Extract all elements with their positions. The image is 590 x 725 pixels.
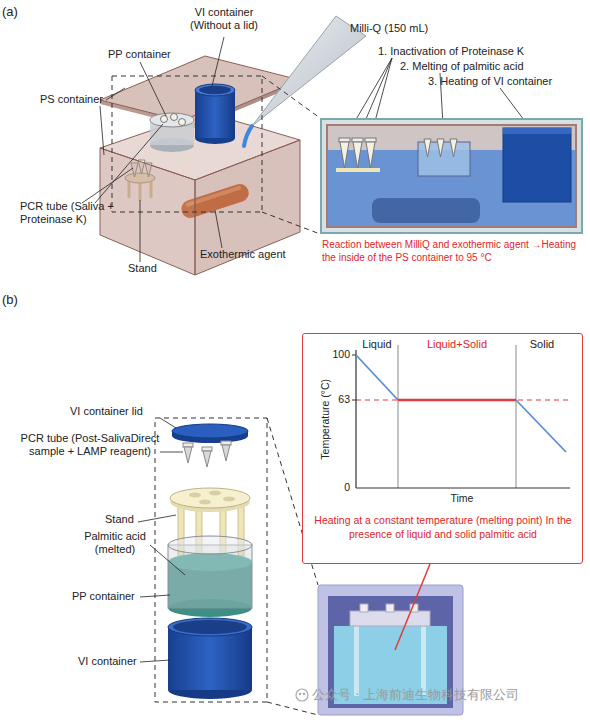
water-stream (244, 126, 252, 146)
step-label: 3. Heating of VI container (428, 75, 552, 88)
phase-chart (302, 333, 583, 564)
part-label: Milli-Q (150 mL) (350, 22, 428, 35)
panel-letter: (b) (2, 292, 18, 308)
watermark: 公众号 · 上海前迪生物科技有限公司 (312, 687, 519, 703)
axis-tick: 0 (318, 481, 350, 494)
part-label: VI container lid (70, 405, 143, 418)
phase-label: Solid (516, 338, 568, 351)
part-label: PCR tube (Saliva + Proteinase K) (20, 200, 150, 226)
pipette-tip (252, 16, 366, 126)
vi-container-b (168, 618, 252, 699)
ps-box-right (195, 140, 300, 275)
part-label: PP container (108, 48, 171, 61)
pp-container-b (168, 536, 252, 617)
part-label: Palmitic acid (melted) (75, 530, 155, 556)
axis-title: Time (420, 492, 504, 505)
part-label: Stand (105, 513, 134, 526)
phase-label: Liquid+Solid (398, 338, 516, 351)
part-label: VI container (Without a lid) (180, 6, 268, 32)
note-text: Reaction between MilliQ and exothermic a… (322, 238, 586, 264)
part-label: PS container (40, 93, 103, 106)
part-label: VI container (78, 655, 137, 668)
part-label: PP container (72, 590, 135, 603)
inset-box: Reaction between MilliQ and exothermic a… (320, 118, 583, 234)
callout-line (395, 564, 430, 650)
note-box: Heating at a constant temperature (melti… (302, 333, 583, 564)
note-text: Heating at a constant temperature (melti… (308, 514, 578, 541)
panel-letter: (a) (2, 4, 18, 20)
pcr-tubes (183, 441, 231, 467)
inset-a (320, 118, 583, 234)
zoom-lines-b (155, 418, 318, 715)
pp-container (150, 113, 194, 152)
vi-container (195, 84, 235, 144)
axis-title: Temperature (°C) (319, 369, 332, 469)
part-label: Stand (128, 262, 157, 275)
step-label: 1. Inactivation of Proteinase K (378, 45, 524, 58)
zoom-lines (112, 76, 320, 234)
step-label: 2. Melting of palmitic acid (400, 60, 524, 73)
watermark-icon (296, 689, 308, 701)
phase-label: Liquid (356, 338, 398, 351)
vi-lid (172, 424, 248, 443)
part-label: PCR tube (Post-SalivaDirect sample + LAM… (20, 432, 160, 458)
part-label: Exothermic agent (200, 248, 286, 261)
axis-tick: 100 (318, 348, 350, 361)
